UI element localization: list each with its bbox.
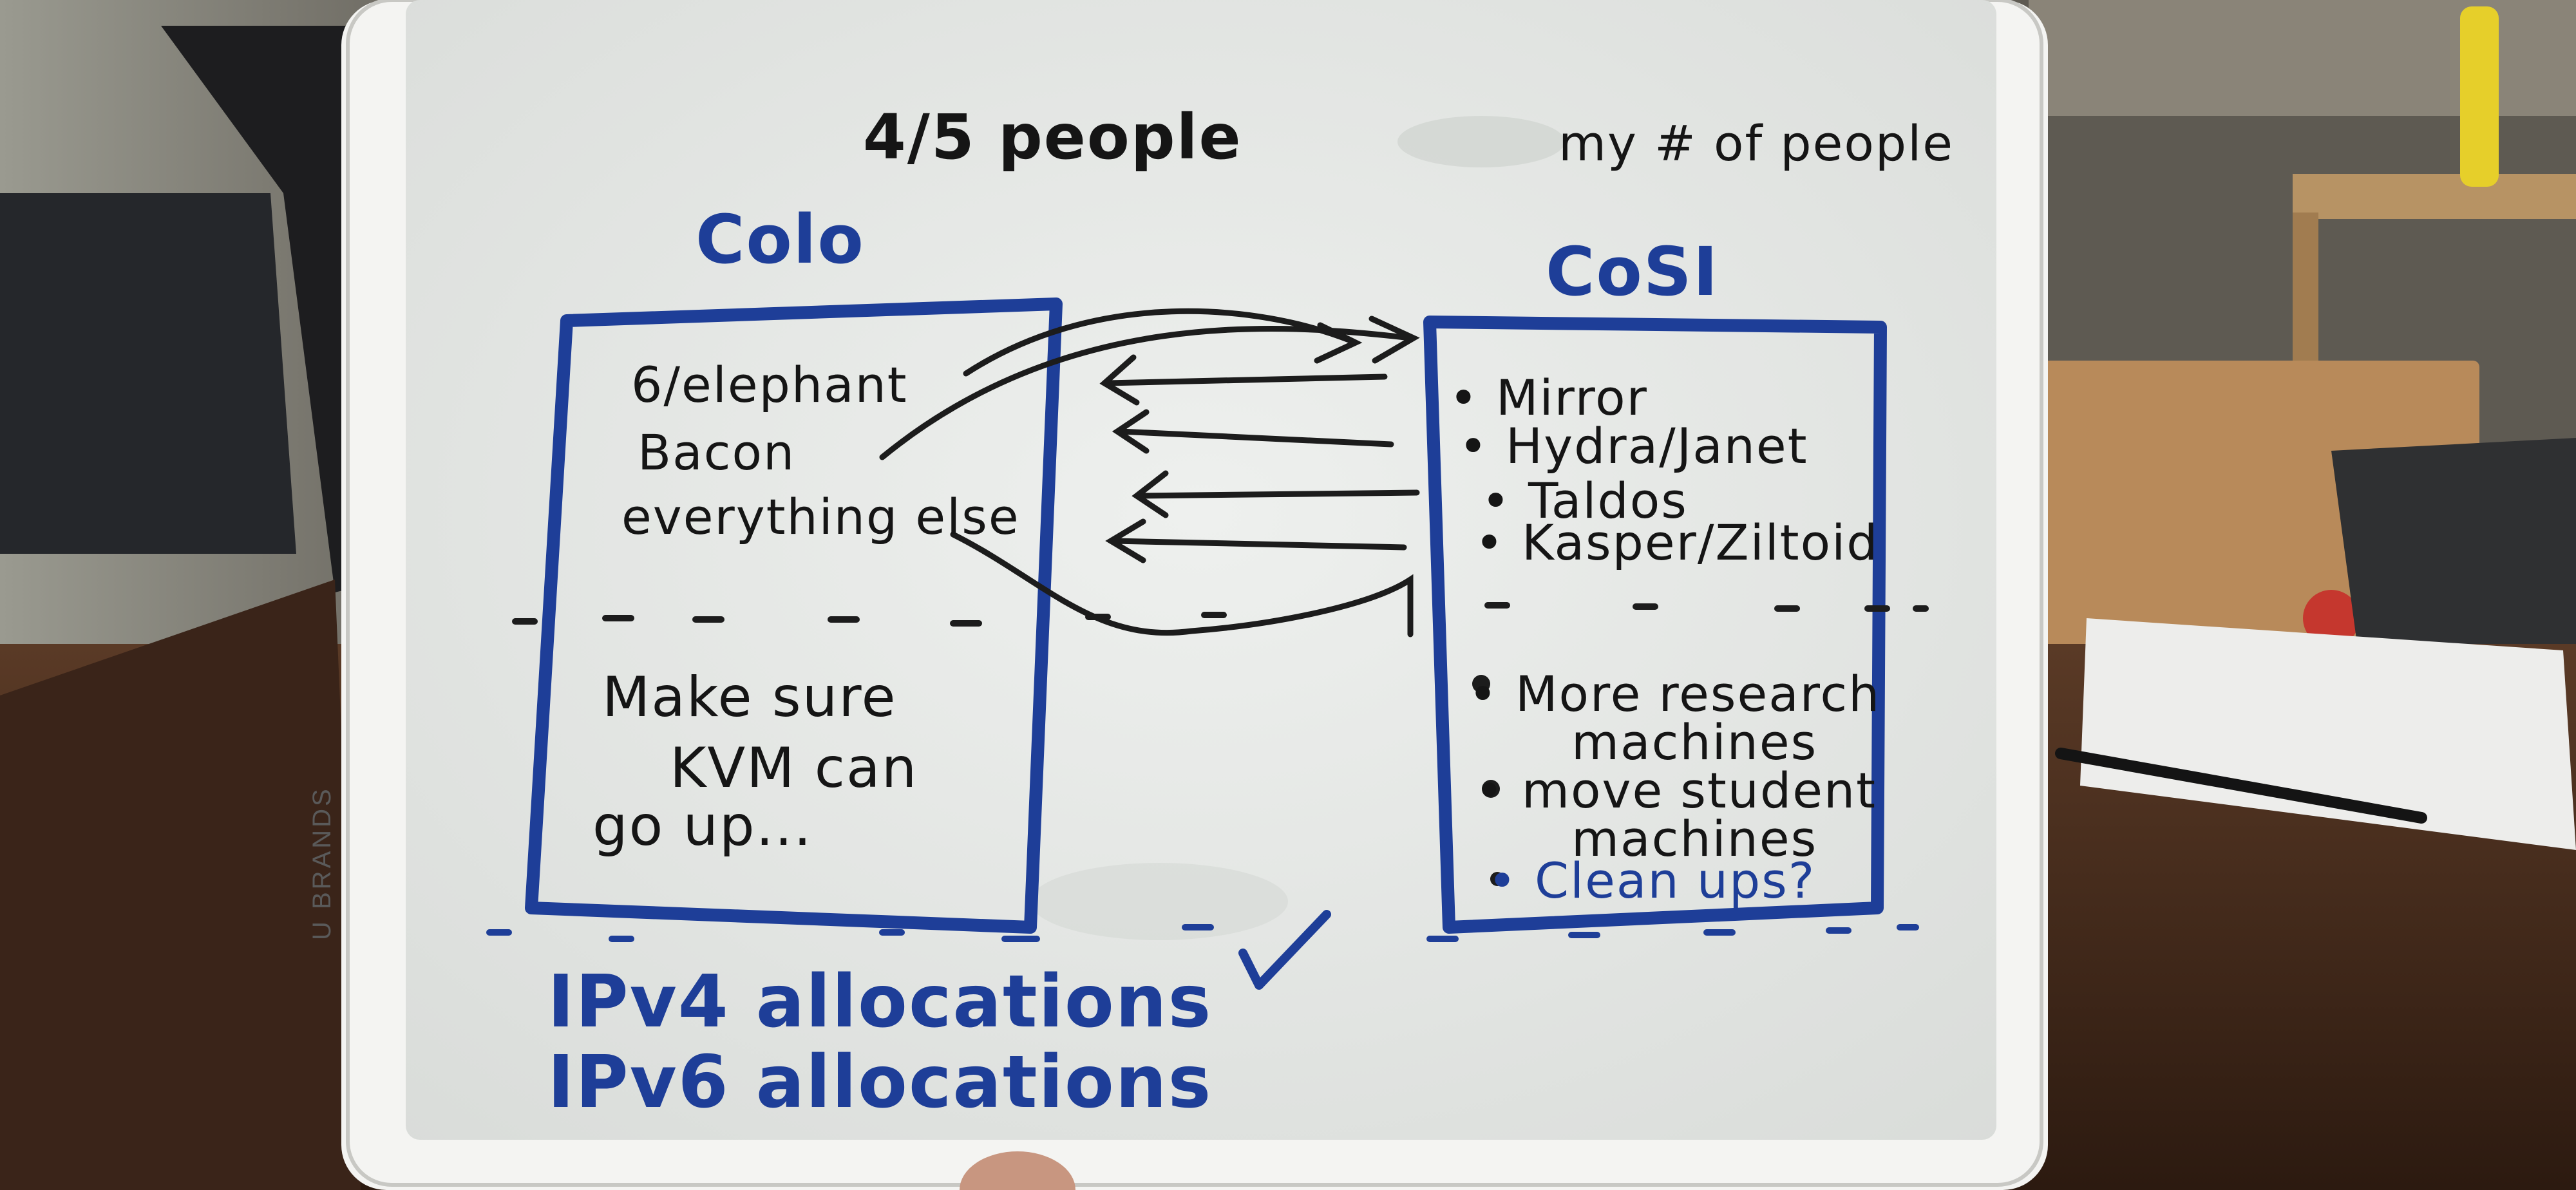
- colo-note-line-1: Make sure: [602, 665, 897, 730]
- left-to-right-arrows: [879, 308, 1420, 638]
- right-to-left-arrows: [1099, 354, 1420, 563]
- top-right-note: my # of people: [1558, 115, 1955, 172]
- footer-ipv4: IPv4 allocations: [547, 960, 1213, 1044]
- colo-title: Colo: [696, 200, 865, 279]
- colo-note-line-3: go up...: [592, 794, 813, 858]
- colo-item-1: 6/elephant: [631, 356, 908, 413]
- colo-item-3: everything else: [621, 488, 1020, 545]
- right-bullets: [1472, 675, 1504, 886]
- cosi-note-4: machines: [1571, 810, 1818, 867]
- footer-ipv6: IPv6 allocations: [547, 1041, 1213, 1124]
- cosi-item-3: • Taldos: [1481, 472, 1688, 529]
- cosi-item-1: • Mirror: [1449, 369, 1648, 426]
- cosi-note-5: • Clean ups?: [1488, 852, 1816, 909]
- cosi-note-2: machines: [1571, 713, 1818, 771]
- dashed-divider: [512, 602, 1929, 627]
- cosi-note-1: • More research: [1468, 665, 1881, 722]
- checkmark-stroke: [1238, 910, 1331, 990]
- top-left-note: 4/5 people: [863, 101, 1242, 173]
- cosi-title: CoSI: [1546, 232, 1719, 311]
- colo-note-line-2: KVM can: [670, 736, 918, 800]
- cosi-box: [1423, 316, 1887, 934]
- colo-item-2: Bacon: [638, 424, 796, 481]
- colo-box: [525, 298, 1063, 934]
- blue-dash-line: [486, 924, 1919, 942]
- cosi-item-4: • Kasper/Ziltoid: [1475, 514, 1879, 571]
- cosi-item-2: • Hydra/Janet: [1459, 417, 1808, 475]
- cosi-note-3: • move student: [1475, 762, 1877, 819]
- brand-label: U BRANDS: [308, 786, 336, 940]
- notebook: [2080, 618, 2576, 850]
- yellow-bottle: [2460, 6, 2499, 187]
